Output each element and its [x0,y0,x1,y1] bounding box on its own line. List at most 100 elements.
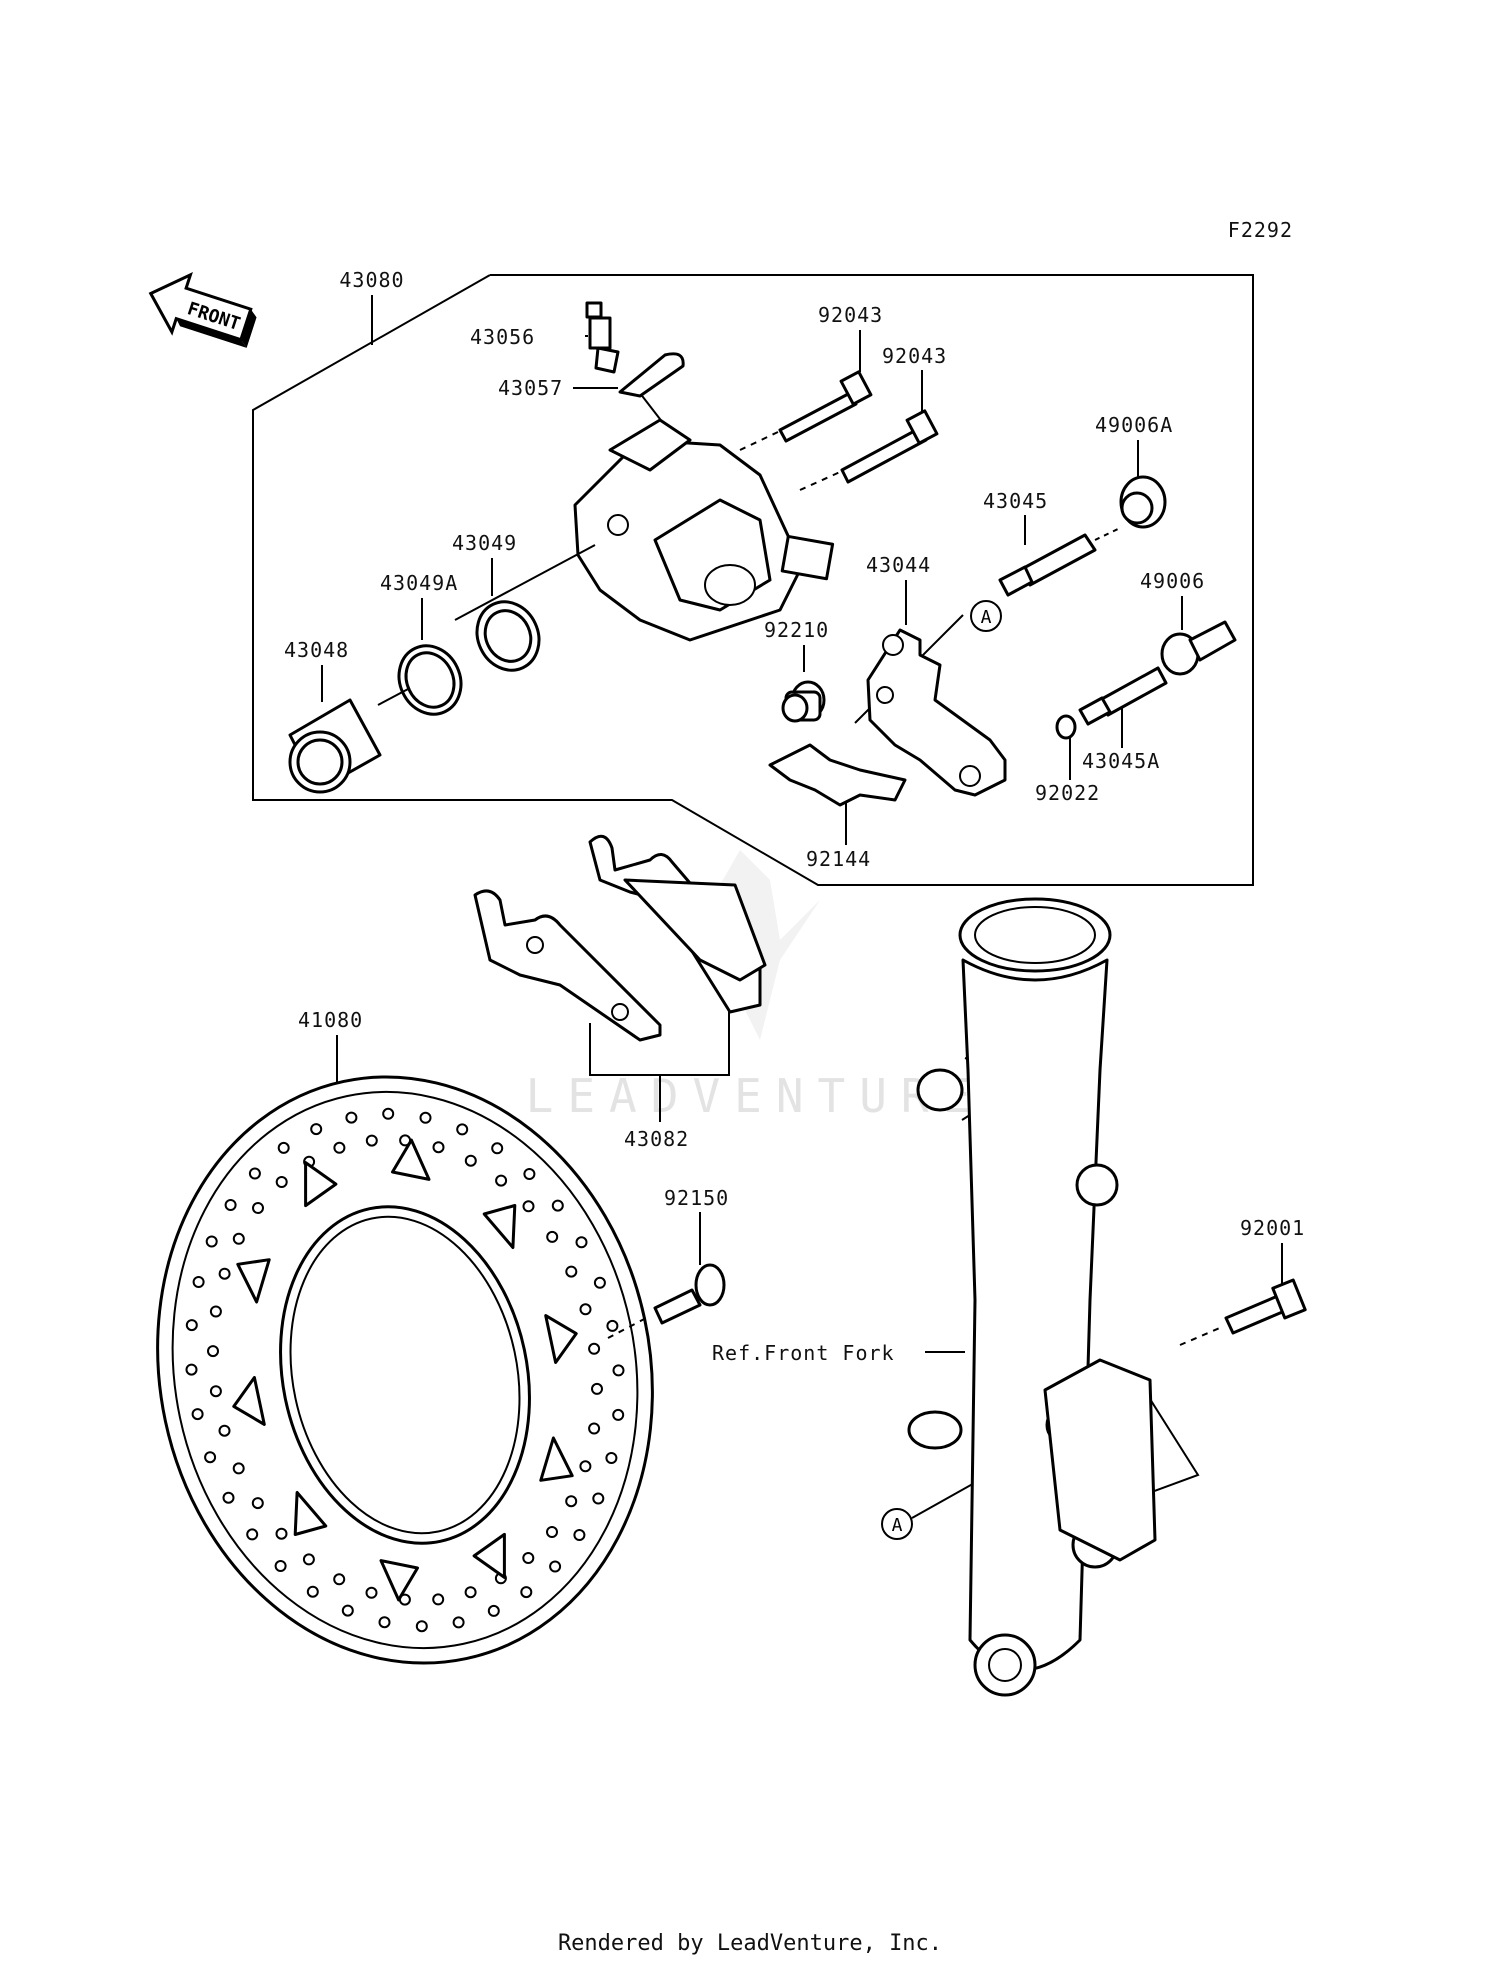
label-seal-large: 43049 [452,531,517,555]
bleeder-cap-part [618,352,685,398]
disc-hole [275,1527,288,1540]
disc-bolt-part [607,1263,726,1339]
disc-hole [248,1167,261,1180]
svg-text:A: A [981,607,992,628]
disc-hole [606,1319,619,1332]
disc-hole [523,1168,536,1180]
disc-hole [191,1408,204,1421]
disc-hole [575,1236,588,1249]
disc-hole [207,1345,219,1358]
disc-hole [593,1276,606,1289]
disc-window [236,1258,271,1304]
label-piston: 43048 [284,638,349,662]
label-disc-bolt: 92150 [664,1186,729,1210]
disc-hole [251,1497,264,1510]
disc-hole [275,1176,288,1188]
footer-credit: Rendered by LeadVenture, Inc. [558,1931,942,1956]
disc-hole [333,1573,346,1586]
caliper-body-part [573,418,835,642]
disc-hole [365,1134,378,1147]
piston-part [288,698,382,794]
pin-sleeve-a-part [998,533,1097,597]
label-assembly: 43080 [339,268,404,292]
disc-hole [592,1492,605,1505]
label-disc: 41080 [298,1008,363,1032]
disc-hole [522,1200,535,1213]
disc-hole [565,1265,578,1278]
bolt-part [781,680,826,723]
disc-window [293,1491,328,1536]
label-pads: 43082 [624,1127,689,1151]
disc-hole [306,1585,319,1598]
label-bleeder-valve: 43056 [470,325,535,349]
disc-hole [546,1526,558,1538]
disc-hole [573,1529,586,1541]
disc-hole [232,1232,245,1245]
disc-hole [192,1276,205,1288]
disc-hole [310,1123,323,1136]
label-fork-ref: Ref.Front Fork [712,1341,895,1365]
disc-hole [612,1364,625,1377]
label-bleeder-cap: 43057 [498,376,563,400]
disc-hole [551,1199,564,1212]
disc-hole [520,1586,533,1599]
disc-hole [549,1560,562,1573]
disc-hole [495,1174,508,1187]
disc-hole [491,1142,504,1155]
disc-hole [579,1303,592,1316]
disc-hole [378,1616,391,1629]
brake-pad-front [473,889,662,1042]
disc-hole [382,1107,395,1120]
disc-window [482,1204,517,1249]
disc-window [391,1138,431,1181]
disc-hole [205,1235,218,1248]
label-seal-small: 43049A [380,571,458,595]
disc-hole [487,1604,500,1617]
disc-hole [232,1462,245,1475]
boot-a-part [1119,475,1167,529]
label-spring: 92144 [806,847,871,871]
disc-window [544,1314,578,1364]
disc-hole [415,1620,428,1633]
disc-hole [464,1586,477,1599]
brake-disc-part [156,1075,654,1665]
disc-hole [419,1111,432,1124]
disc-window [232,1376,266,1426]
disc-hole [218,1267,231,1280]
boot-part [1160,620,1237,676]
circlip-part [1055,714,1077,740]
disc-window [379,1559,419,1602]
seal-large-part [475,600,541,672]
disc-hole [464,1154,477,1167]
disc-hole [204,1451,217,1464]
label-circlip: 92022 [1035,781,1100,805]
disc-hole [605,1452,618,1464]
bleeder-valve-part [585,301,620,374]
disc-hole [185,1363,198,1376]
disc-hole [456,1123,469,1136]
caliper-bracket-part [866,628,1007,797]
brake-pad-rear [588,834,767,1014]
diagram-code: F2292 [1228,218,1293,242]
disc-hole [452,1616,465,1629]
front-arrow-icon: FRONT [148,272,257,348]
disc-window [472,1532,506,1579]
disc-hole [345,1111,358,1124]
disc-window [539,1436,574,1482]
disc-hole [209,1305,222,1318]
disc-hole [252,1202,264,1214]
svg-text:A: A [892,1515,903,1536]
assembly-frame [252,274,1254,886]
ref-circle-a-top: A [970,600,1002,632]
disc-window [304,1161,338,1208]
disc-hole [579,1460,592,1473]
caliper-pin-1 [778,370,873,443]
label-boot-a: 49006A [1095,413,1173,437]
label-pin-2: 92043 [882,344,947,368]
disc-hole [432,1141,445,1154]
disc-hole [365,1586,378,1599]
front-fork-part [907,897,1157,1697]
label-bolt: 92210 [764,618,829,642]
pin-sleeve-part [1078,666,1168,726]
